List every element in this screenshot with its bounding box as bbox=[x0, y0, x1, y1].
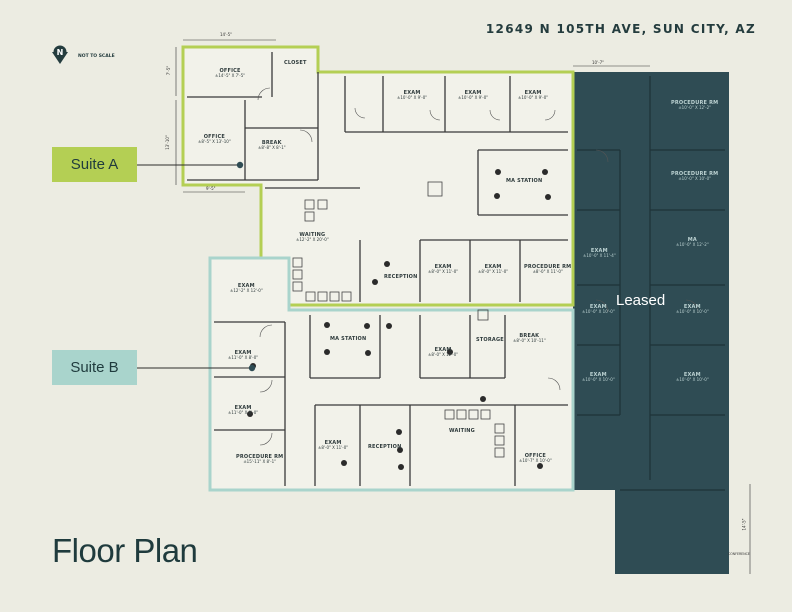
room-exam-b3: EXAM±11'-0" X 8'-0" bbox=[228, 405, 259, 415]
room-exam-b1: EXAM±12'-2" X 12'-0" bbox=[230, 283, 263, 293]
room-procedure-l1: PROCEDURE RM±10'-0" X 12'-2" bbox=[671, 100, 719, 110]
room-exam-b5: EXAM±8'-0" X 11'-0" bbox=[318, 440, 349, 450]
room-office-top: OFFICE±14'-5" X 7'-5" bbox=[215, 68, 246, 78]
leased-label: Leased bbox=[616, 292, 666, 309]
suite-b-label: Suite B bbox=[70, 359, 119, 376]
room-exam-l4: EXAM±10'-0" X 10'-0" bbox=[582, 372, 615, 382]
leased-walls bbox=[577, 76, 725, 491]
suite-b-leader-dot bbox=[248, 364, 256, 372]
room-exam-a3: EXAM±10'-0" X 9'-0" bbox=[518, 90, 549, 100]
suite-b-area bbox=[210, 258, 573, 490]
suite-b-outline bbox=[208, 256, 575, 492]
suite-b-callout: Suite B bbox=[52, 350, 137, 385]
room-procedure-a: PROCEDURE RM±8'-0" X 11'-0" bbox=[524, 264, 572, 274]
room-office-b: OFFICE±10'-7" X 10'-0" bbox=[519, 453, 552, 463]
dimension-lines bbox=[175, 39, 751, 574]
room-exam-l5: EXAM±10'-0" X 10'-0" bbox=[676, 372, 709, 382]
room-exam-l3: EXAM±10'-0" X 10'-0" bbox=[676, 304, 709, 314]
suite-b-walls bbox=[214, 315, 568, 486]
suite-a-label: Suite A bbox=[70, 156, 119, 173]
property-address: 12649 N 105TH AVE, SUN CITY, AZ bbox=[485, 22, 756, 36]
north-arrow-icon: N bbox=[52, 45, 68, 64]
suite-a-leader-dot bbox=[236, 161, 244, 169]
dim-top-width: 14'-5" bbox=[220, 32, 233, 37]
dim-left-top: 7'-5" bbox=[166, 65, 172, 76]
room-storage-b: STORAGE bbox=[476, 337, 504, 343]
door-swings bbox=[257, 87, 699, 446]
room-waiting-b: WAITING bbox=[449, 428, 475, 434]
room-closet: CLOSET bbox=[284, 60, 307, 66]
dim-left-mid: 13'-10" bbox=[164, 135, 170, 150]
suite-a-callout: Suite A bbox=[52, 147, 137, 182]
room-exam-l2: EXAM±10'-0" X 10'-0" bbox=[582, 304, 615, 314]
room-procedure-b: PROCEDURE RM±15'-11" X 8'-1" bbox=[236, 454, 284, 464]
dim-right-height: 14'-5" bbox=[741, 518, 747, 531]
room-ma-l: MA±10'-0" X 12'-2" bbox=[676, 237, 709, 247]
not-to-scale-note: NOT TO SCALE bbox=[78, 54, 115, 59]
page-title: Floor Plan bbox=[52, 532, 198, 569]
room-procedure-l2: PROCEDURE RM±10'-0" X 10'-0" bbox=[671, 171, 719, 181]
room-exam-a2: EXAM±10'-0" X 9'-0" bbox=[458, 90, 489, 100]
room-exam-b4: EXAM±8'-0" X 12'-0" bbox=[428, 347, 459, 357]
waiting-seats bbox=[292, 181, 505, 458]
room-exam-l1: EXAM±10'-0" X 11'-4" bbox=[583, 248, 616, 258]
room-reception-a: RECEPTION bbox=[384, 274, 418, 280]
room-waiting-a: WAITING±12'-2" X 20'-0" bbox=[296, 232, 329, 242]
dim-lower-width: 9'-5" bbox=[206, 186, 216, 191]
room-break-a: BREAK±8'-8" X 8'-1" bbox=[258, 140, 286, 150]
room-ma-station-a: MA STATION bbox=[506, 178, 543, 184]
room-reception-b: RECEPTION bbox=[368, 444, 402, 450]
dim-right-width: 10'-7" bbox=[592, 60, 605, 65]
leased-area bbox=[573, 72, 729, 574]
room-office-mid: OFFICE±8'-5" X 13'-10" bbox=[198, 134, 231, 144]
room-exam-a4: EXAM±8'-0" X 11'-0" bbox=[428, 264, 459, 274]
room-exam-b2: EXAM±11'-0" X 8'-0" bbox=[228, 350, 259, 360]
north-letter: N bbox=[57, 48, 64, 57]
suite-a-walls bbox=[187, 52, 568, 302]
room-ma-station-b: MA STATION bbox=[330, 336, 367, 342]
room-exam-a5: EXAM±8'-0" X 11'-0" bbox=[478, 264, 509, 274]
dim-right-note: CONFERENCE bbox=[728, 552, 750, 556]
room-exam-a1: EXAM±10'-0" X 9'-0" bbox=[397, 90, 428, 100]
room-break-b: BREAK±8'-0" X 10'-11" bbox=[513, 333, 546, 343]
